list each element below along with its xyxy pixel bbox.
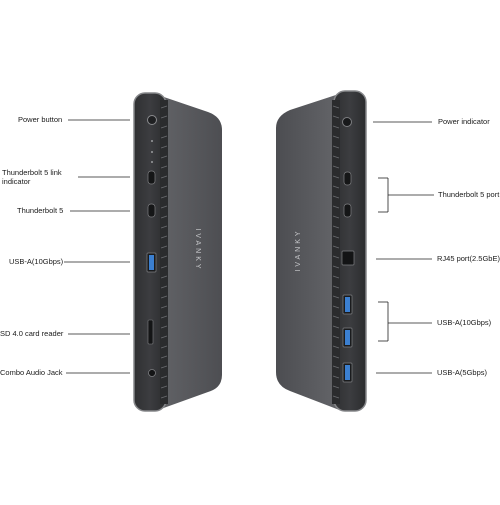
left-brand-text: IVANKY <box>194 228 201 271</box>
right-dock-side <box>276 93 342 411</box>
thunderbolt-port-icon <box>343 203 352 218</box>
label-thunderbolt5-port: Thunderbolt 5 port <box>438 190 500 199</box>
usb-a-insert-icon <box>345 365 350 380</box>
label-tb5-link-indicator: Thunderbolt 5 link indicator <box>2 168 62 186</box>
callout-lines <box>64 119 434 374</box>
power-button-icon <box>147 115 157 125</box>
label-audio-jack: Combo Audio Jack <box>0 368 63 377</box>
left-dock-side <box>158 95 222 410</box>
audio-jack-icon <box>148 369 156 377</box>
label-rj45: RJ45 port(2.5GbE) <box>437 254 500 263</box>
thunderbolt-port-icon <box>147 170 156 185</box>
indicator-dot-icon <box>151 140 153 142</box>
right-vent-strip <box>332 100 340 404</box>
indicator-dot-icon <box>151 151 153 153</box>
power-indicator-icon <box>342 117 352 127</box>
usb-a-insert-icon <box>345 330 350 345</box>
left-dock: IVANKY <box>133 92 222 412</box>
thunderbolt-port-icon <box>343 171 352 186</box>
right-dock: IVANKY <box>276 90 367 412</box>
left-vent-strip <box>160 100 168 404</box>
indicator-dot-icon <box>151 161 153 163</box>
label-power-button: Power button <box>18 115 63 124</box>
usb-a-insert-icon <box>149 255 154 270</box>
label-usba-10gbps-right: USB-A(10Gbps) <box>437 318 492 327</box>
usb-a-insert-icon <box>345 297 350 312</box>
rj45-port-icon <box>341 250 355 266</box>
sd-card-slot-icon <box>147 319 154 345</box>
thunderbolt-port-icon <box>147 203 156 218</box>
label-usba-5gbps: USB-A(5Gbps) <box>437 368 488 377</box>
label-sd-reader: SD 4.0 card reader <box>0 329 64 338</box>
right-brand-text: IVANKY <box>295 228 302 271</box>
label-power-indicator: Power indicator <box>438 117 490 126</box>
label-thunderbolt5: Thunderbolt 5 <box>17 206 64 215</box>
label-usba-10gbps-left: USB-A(10Gbps) <box>9 257 64 266</box>
